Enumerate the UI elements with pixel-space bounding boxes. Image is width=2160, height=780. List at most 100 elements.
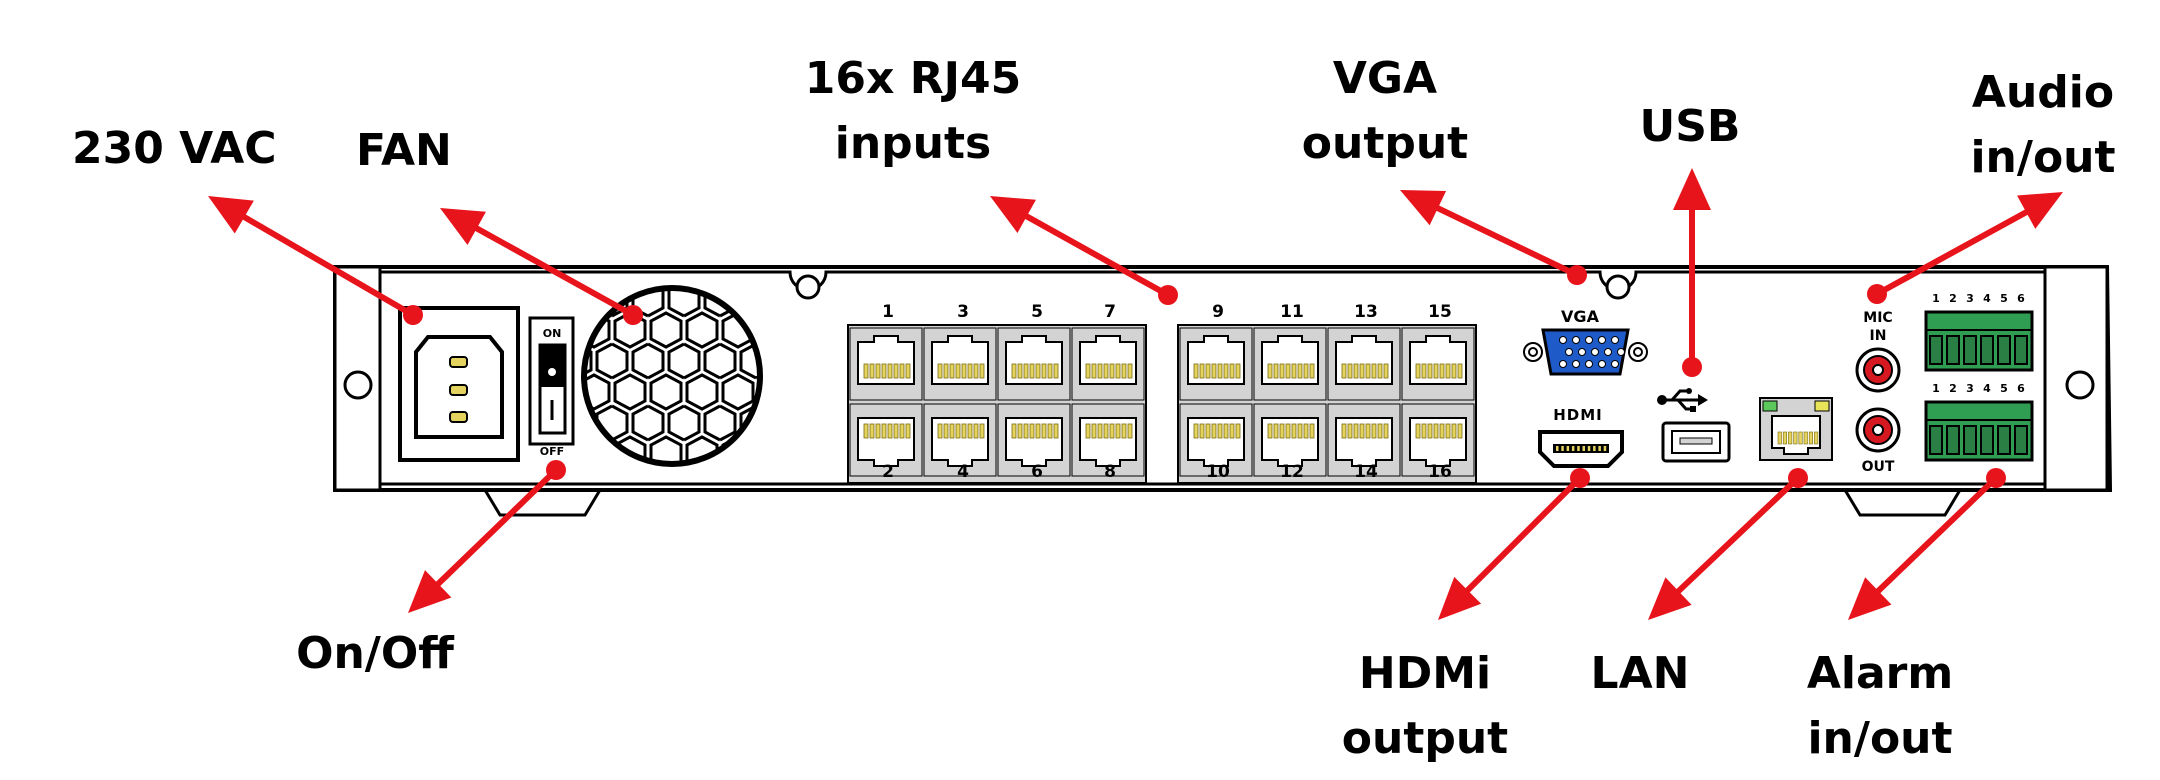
port-number: 8 <box>1104 462 1116 482</box>
rj45-pin <box>1223 363 1229 379</box>
arrow-shaft <box>1434 205 1580 278</box>
arrow-dot <box>1986 468 2006 488</box>
rj45-pin <box>1029 423 1035 439</box>
vga-pin <box>1604 348 1612 356</box>
arrow-shaft <box>1675 475 1801 595</box>
rj45-port <box>997 403 1071 477</box>
port-number: 16 <box>1428 462 1452 482</box>
arrow-head <box>1848 577 1892 620</box>
rj45-pin <box>1359 363 1365 379</box>
port-number: 7 <box>1104 302 1116 322</box>
hdmi-pin <box>1577 446 1580 451</box>
rj45-pin <box>943 363 949 379</box>
callout-usb: USB <box>1640 101 1741 152</box>
terminal-screw <box>1946 335 1960 365</box>
arrow-head <box>2017 192 2063 229</box>
mic-in-label: IN <box>1870 328 1887 344</box>
arrow-head <box>1648 577 1692 620</box>
rj45-port <box>923 403 997 477</box>
vga-pin <box>1598 360 1606 368</box>
callout-rj45-line1: 16x RJ45 <box>805 53 1021 104</box>
rj45-pin <box>967 423 973 439</box>
rj45-pin <box>1053 363 1059 379</box>
hdmi-pins <box>1556 446 1607 451</box>
rj45-port <box>1179 327 1253 401</box>
arrow-lan <box>1648 468 1808 620</box>
rj45-pin <box>1029 363 1035 379</box>
lan-pin <box>1798 431 1803 445</box>
terminal-screw <box>1929 425 1943 455</box>
vga-pin <box>1598 336 1606 344</box>
rj45-pin <box>1199 363 1205 379</box>
rj45-pin <box>893 423 899 439</box>
rj45-pin <box>905 363 911 379</box>
rj45-pin <box>1451 363 1457 379</box>
port-number: 9 <box>1212 302 1224 322</box>
terminal-screw <box>1980 425 1994 455</box>
rj45-pin <box>863 423 869 439</box>
rj45-pin <box>1085 423 1091 439</box>
rj45-pin <box>955 423 961 439</box>
rj45-pin <box>961 363 967 379</box>
rj45-pin <box>1365 423 1371 439</box>
terminal-number: 5 <box>2000 382 2008 395</box>
arrow-dot <box>1158 285 1178 305</box>
callout-vga-line2: output <box>1302 118 1468 169</box>
port-number: 10 <box>1206 462 1230 482</box>
rj45-pin <box>1035 363 1041 379</box>
rj45-pin <box>1127 423 1133 439</box>
rj45-pin <box>869 363 875 379</box>
arrow-dot <box>1682 357 1702 377</box>
rj45-pin <box>869 423 875 439</box>
rj45-pin <box>1011 423 1017 439</box>
rj45-pin <box>1371 423 1377 439</box>
hdmi-pin <box>1561 446 1564 451</box>
port-number: 1 <box>882 302 894 322</box>
vga-pin <box>1617 348 1625 356</box>
terminal-screw <box>1963 425 1977 455</box>
rj45-pin <box>973 363 979 379</box>
rj45-pin <box>899 423 905 439</box>
callout-audio-line2: in/out <box>1970 132 2115 183</box>
rj45-pin <box>1109 363 1115 379</box>
arrow-shaft <box>1875 475 1999 594</box>
rj45-pin <box>1383 423 1389 439</box>
rj45-pin <box>1291 423 1297 439</box>
terminal-number: 2 <box>1949 382 1957 395</box>
rj45-pin <box>1097 363 1103 379</box>
rj45-pin <box>1235 363 1241 379</box>
vga-pin <box>1591 348 1599 356</box>
callout-lan: LAN <box>1591 648 1690 699</box>
rj45-pin <box>875 423 881 439</box>
vga-pin <box>1572 360 1580 368</box>
rj45-pin <box>887 363 893 379</box>
foot-left <box>482 488 603 517</box>
switch-on-label: ON <box>543 327 562 340</box>
rj45-pin <box>875 363 881 379</box>
arrow-alarm <box>1848 468 2006 620</box>
arrow-head <box>408 570 452 613</box>
rj45-pin <box>1457 423 1463 439</box>
rj45-pin <box>1217 423 1223 439</box>
callout-fan: FAN <box>356 125 452 176</box>
rj45-pin <box>949 363 955 379</box>
rj45-pin <box>1217 363 1223 379</box>
rj45-pin <box>1041 363 1047 379</box>
lan-port <box>1759 397 1833 461</box>
rj45-pin <box>1439 363 1445 379</box>
rj45-port <box>849 403 923 477</box>
port-number: 3 <box>957 302 969 322</box>
rj45-pin <box>1341 363 1347 379</box>
callout-hdmi-line1: HDMi <box>1359 648 1491 699</box>
terminal-number: 3 <box>1966 292 1974 305</box>
fan-grille <box>581 285 763 467</box>
arrow-shaft <box>1023 213 1171 298</box>
port-number: 13 <box>1354 302 1378 322</box>
rj45-pin <box>1303 423 1309 439</box>
lan-pin <box>1777 431 1782 445</box>
rj45-pin <box>1115 363 1121 379</box>
rj45-port <box>997 327 1071 401</box>
rj45-pin <box>1433 423 1439 439</box>
rj45-port <box>923 327 997 401</box>
port-numbers-top: 1 3 5 7 9 11 13 15 <box>882 302 1452 322</box>
